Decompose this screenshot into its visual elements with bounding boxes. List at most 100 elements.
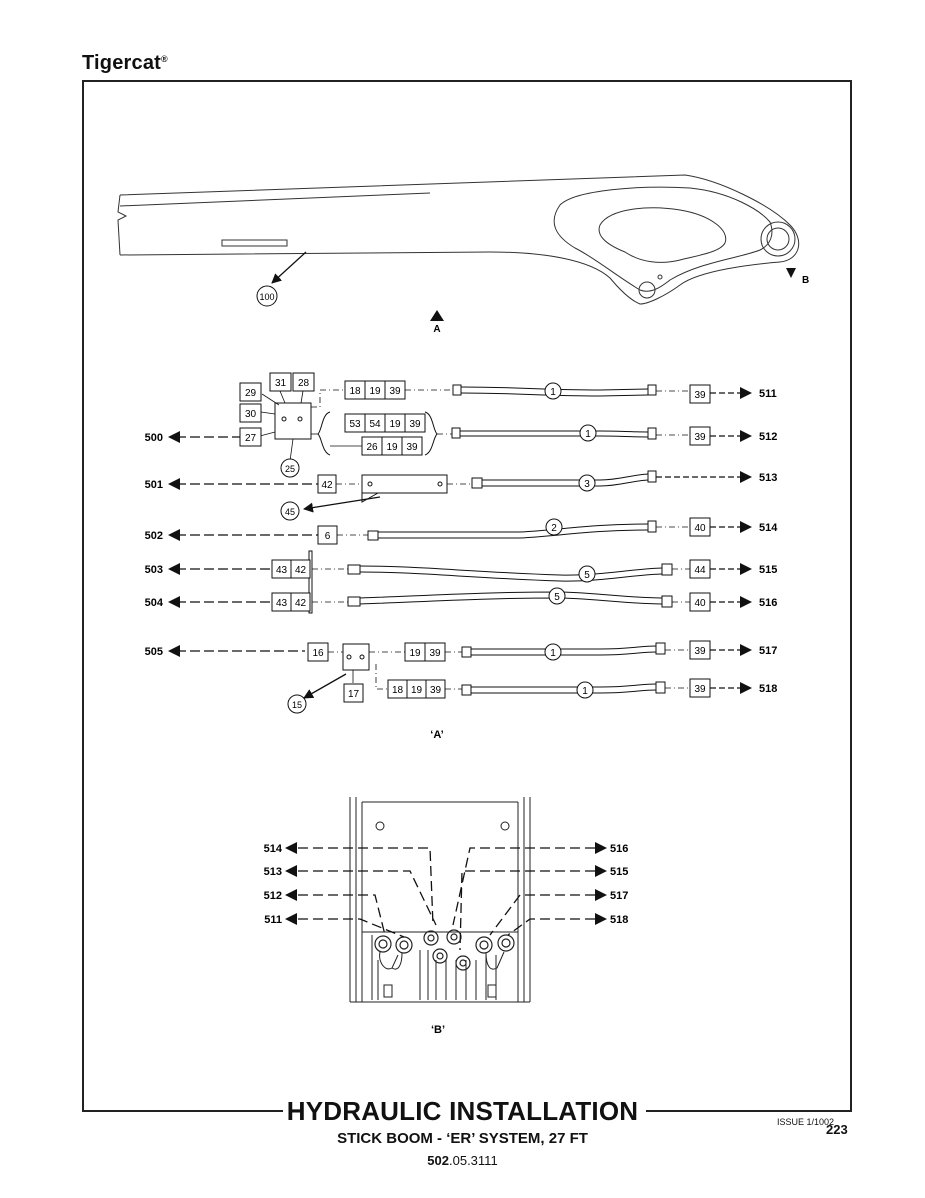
view-b-port-514: 514 [264, 843, 283, 855]
port-512: 512 [759, 431, 777, 443]
svg-text:45: 45 [285, 507, 295, 517]
svg-text:39: 39 [430, 685, 442, 696]
svg-text:2: 2 [551, 523, 557, 534]
hose-row-513 [336, 470, 740, 503]
view-b-drawing [349, 797, 531, 1003]
tag-group-19-39: 19 39 [404, 642, 446, 662]
view-b-port-512: 512 [264, 890, 282, 902]
svg-text:3: 3 [584, 479, 590, 490]
bulkhead-plate [308, 550, 313, 614]
svg-text:30: 30 [245, 409, 257, 420]
end-tag-518: 39 [689, 678, 711, 698]
callout-6: 6 [317, 525, 338, 545]
svg-text:6: 6 [325, 531, 331, 542]
svg-text:54: 54 [369, 419, 381, 430]
manifold-block-15 [328, 643, 462, 690]
page-number: 223 [826, 1122, 848, 1137]
svg-text:44: 44 [694, 565, 706, 576]
svg-text:39: 39 [389, 386, 401, 397]
view-a-marker: A [433, 324, 440, 335]
hose-label-1a: 1 [544, 382, 562, 400]
svg-text:19: 19 [369, 386, 381, 397]
port-513: 513 [759, 472, 777, 484]
svg-text:100: 100 [259, 292, 274, 302]
svg-text:29: 29 [245, 388, 257, 399]
view-b-label: ‘B’ [431, 1024, 445, 1036]
end-tag-516: 40 [689, 592, 711, 612]
hose-label-5a: 5 [578, 565, 596, 583]
svg-text:43: 43 [276, 565, 288, 576]
issue-label: ISSUE 1/1002 [777, 1117, 835, 1127]
svg-text:26: 26 [366, 442, 378, 453]
stick-boom [117, 174, 800, 305]
brand-name: Tigercat [82, 52, 162, 74]
callout-15: 15 [287, 694, 307, 714]
view-a-label: ‘A’ [430, 729, 443, 741]
callout-45: 45 [280, 501, 300, 521]
svg-text:39: 39 [694, 684, 706, 695]
svg-text:40: 40 [694, 523, 706, 534]
hose-label-5b: 5 [548, 587, 566, 605]
view-b-port-513: 513 [264, 866, 282, 878]
port-516: 516 [759, 597, 777, 609]
view-b-arrow-icon [786, 268, 796, 278]
right-port-arrows [740, 387, 752, 694]
drawing-frame [82, 80, 852, 1112]
svg-text:1: 1 [550, 387, 556, 398]
view-b-port-511: 511 [264, 914, 282, 926]
svg-text:19: 19 [389, 419, 401, 430]
page-subtitle: STICK BOOM - ‘ER’ SYSTEM, 27 FT [337, 1130, 588, 1147]
svg-text:18: 18 [349, 386, 361, 397]
view-b-arrows [285, 842, 607, 925]
hose-label-1b: 1 [579, 424, 597, 442]
end-tag-512: 39 [689, 426, 711, 446]
left-port-arrows [168, 431, 180, 657]
document-number: 502.05.3111 [0, 1153, 925, 1168]
view-b-marker: B [802, 275, 809, 286]
end-tag-517: 39 [689, 640, 711, 660]
callout-27: 27 [239, 427, 262, 447]
svg-text:39: 39 [694, 432, 706, 443]
svg-text:40: 40 [694, 598, 706, 609]
page-title: HYDRAULIC INSTALLATION [0, 1096, 925, 1127]
brand-mark: ® [161, 54, 168, 64]
port-505: 505 [145, 646, 163, 658]
tag-group-26-19-39: 26 19 39 [330, 436, 423, 456]
port-518: 518 [759, 683, 777, 695]
hose-label-1d: 1 [576, 681, 594, 699]
view-b-leaders [298, 847, 595, 951]
tag-group-18-19-39: 18 19 39 [344, 380, 406, 400]
port-511: 511 [759, 388, 777, 400]
svg-text:28: 28 [298, 378, 310, 389]
document-number-prefix: 502 [427, 1153, 449, 1168]
svg-text:15: 15 [292, 700, 302, 710]
svg-text:18: 18 [392, 685, 404, 696]
callout-28: 28 [292, 372, 315, 392]
svg-text:39: 39 [429, 648, 441, 659]
callout-42: 42 [317, 474, 337, 494]
port-515: 515 [759, 564, 777, 576]
svg-text:39: 39 [406, 442, 418, 453]
hose-row-517 [176, 642, 740, 658]
port-503: 503 [145, 564, 163, 576]
view-a-arrow-icon [430, 310, 444, 321]
svg-text:42: 42 [295, 598, 307, 609]
svg-text:25: 25 [285, 464, 295, 474]
svg-text:5: 5 [584, 570, 590, 581]
hose-row-518 [461, 681, 740, 696]
view-b-port-516: 516 [610, 843, 628, 855]
tag-group-18-19-39-b: 18 19 39 [387, 679, 446, 699]
svg-text:1: 1 [550, 648, 556, 659]
svg-text:42: 42 [295, 565, 307, 576]
view-b-port-515: 515 [610, 866, 628, 878]
svg-text:31: 31 [275, 378, 287, 389]
port-517: 517 [759, 645, 777, 657]
manifold-block-25 [259, 389, 455, 462]
callout-25: 25 [280, 458, 300, 478]
tag-group-53-54-19-39: 53 54 19 39 [344, 413, 426, 433]
svg-text:19: 19 [409, 648, 421, 659]
svg-text:19: 19 [411, 685, 423, 696]
callout-31: 31 [269, 372, 292, 392]
svg-text:1: 1 [585, 429, 591, 440]
